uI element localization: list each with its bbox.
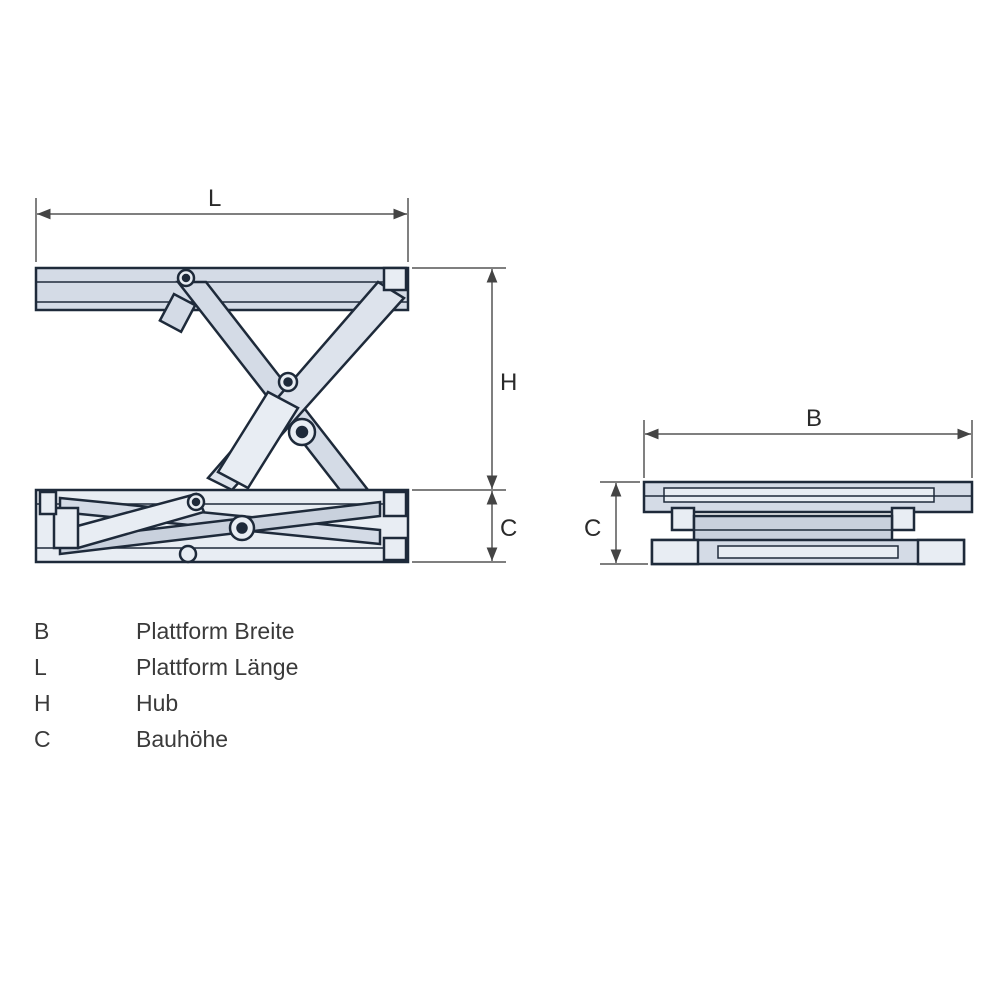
scissor-arm-a [175, 280, 371, 492]
legend-description: Plattform Breite [136, 618, 295, 644]
folded-arm-b [58, 500, 382, 556]
label-B: B [806, 405, 822, 432]
top-bracket [158, 292, 197, 334]
label-C-side: C [500, 515, 517, 542]
label-H: H [500, 369, 517, 396]
hydraulic-cylinder [216, 390, 300, 490]
label-L: L [208, 185, 221, 212]
legend-description: Plattform Länge [136, 654, 299, 680]
front-view [642, 480, 974, 566]
legend-key: L [34, 654, 47, 680]
front-dimensions [600, 420, 973, 565]
side-view [34, 266, 410, 564]
label-C-front: C [584, 515, 601, 542]
legend-key: H [34, 690, 51, 716]
side-dimensions [35, 198, 506, 563]
legend-key: B [34, 618, 50, 644]
legend-description: Hub [136, 690, 179, 716]
legend-key: C [34, 726, 51, 752]
legend-description: Bauhöhe [136, 726, 229, 752]
